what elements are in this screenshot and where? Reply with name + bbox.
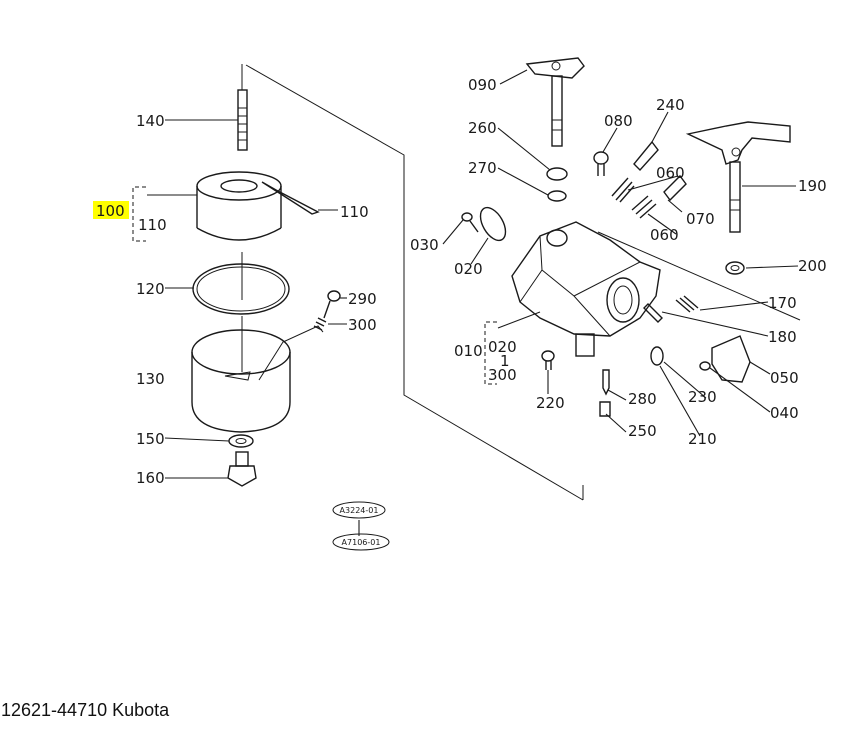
bracket-010 bbox=[484, 321, 497, 385]
part-060-spring-b bbox=[631, 195, 657, 219]
part-110-float bbox=[196, 171, 282, 241]
label-290: 290 bbox=[348, 290, 377, 308]
label-230: 230 bbox=[688, 388, 717, 406]
part-020-plate bbox=[479, 206, 507, 242]
label-020-range: 020 bbox=[488, 338, 517, 356]
part-300-spring bbox=[313, 317, 327, 331]
part-240-screw bbox=[633, 140, 659, 172]
label-240: 240 bbox=[656, 96, 685, 114]
label-060-a: 060 bbox=[656, 164, 685, 182]
part-140-shaft bbox=[237, 64, 248, 151]
label-120: 120 bbox=[136, 280, 165, 298]
label-280: 280 bbox=[628, 390, 657, 408]
part-280-needle bbox=[602, 369, 610, 396]
part-030-screw bbox=[461, 212, 479, 233]
label-030: 030 bbox=[410, 236, 439, 254]
label-050: 050 bbox=[770, 369, 799, 387]
label-210: 210 bbox=[688, 430, 717, 448]
label-220: 220 bbox=[536, 394, 565, 412]
part-090-lever bbox=[525, 57, 585, 147]
part-160-bolt bbox=[227, 451, 257, 487]
label-040: 040 bbox=[770, 404, 799, 422]
part-290-screw bbox=[323, 290, 341, 319]
part-130-bowl bbox=[191, 325, 324, 433]
leader-lines bbox=[147, 69, 799, 536]
label-110-bracket: 110 bbox=[138, 216, 167, 234]
reference-codes: A3224-01 A7106-01 bbox=[332, 501, 390, 551]
label-300: 300 bbox=[348, 316, 377, 334]
part-180-screw bbox=[643, 303, 663, 323]
label-270: 270 bbox=[468, 159, 497, 177]
label-150: 150 bbox=[136, 430, 165, 448]
label-010: 010 bbox=[454, 342, 483, 360]
label-180: 180 bbox=[768, 328, 797, 346]
label-070: 070 bbox=[686, 210, 715, 228]
label-060-b: 060 bbox=[650, 226, 679, 244]
part-190-choke-lever bbox=[685, 121, 791, 233]
label-300-range: 300 bbox=[488, 366, 517, 384]
label-110: 110 bbox=[340, 203, 369, 221]
ref-code-bottom: A7106-01 bbox=[342, 538, 381, 547]
label-160: 160 bbox=[136, 469, 165, 487]
bracket-100 bbox=[132, 186, 146, 242]
separator-right bbox=[597, 231, 801, 321]
part-110-pin bbox=[261, 181, 320, 215]
label-100-highlight bbox=[93, 201, 129, 219]
part-010-body bbox=[511, 221, 661, 357]
label-090: 090 bbox=[468, 76, 497, 94]
part-230-pin bbox=[650, 346, 664, 366]
part-070-screw bbox=[663, 174, 687, 202]
label-260: 260 bbox=[468, 119, 497, 137]
part-060-spring-a bbox=[611, 177, 635, 203]
part-080-screw bbox=[593, 151, 609, 176]
part-number-caption: 12621-44710 Kubota bbox=[1, 700, 170, 720]
part-270-seal bbox=[547, 190, 567, 202]
label-020: 020 bbox=[454, 260, 483, 278]
part-040-screw bbox=[699, 361, 711, 371]
ref-code-top: A3224-01 bbox=[340, 506, 379, 515]
label-250: 250 bbox=[628, 422, 657, 440]
label-080: 080 bbox=[604, 112, 633, 130]
part-labels: 140 100 110 110 120 130 150 160 290 300 … bbox=[96, 76, 827, 487]
part-170-spring bbox=[675, 295, 699, 313]
separator-frame bbox=[245, 64, 584, 501]
label-140: 140 bbox=[136, 112, 165, 130]
part-050-plate bbox=[711, 335, 751, 383]
label-190: 190 bbox=[798, 177, 827, 195]
label-130: 130 bbox=[136, 370, 165, 388]
label-range-sep: 1 bbox=[500, 352, 510, 370]
part-200-seal bbox=[725, 261, 745, 275]
part-150-washer bbox=[228, 434, 254, 448]
label-170: 170 bbox=[768, 294, 797, 312]
carburetor-exploded-diagram: 140 100 110 110 120 130 150 160 290 300 … bbox=[93, 57, 827, 551]
label-100: 100 bbox=[96, 202, 125, 220]
label-200: 200 bbox=[798, 257, 827, 275]
part-220-jet bbox=[541, 350, 555, 370]
part-260-washer bbox=[546, 167, 568, 181]
part-120-gasket bbox=[192, 263, 290, 315]
part-250-clip bbox=[599, 401, 611, 417]
